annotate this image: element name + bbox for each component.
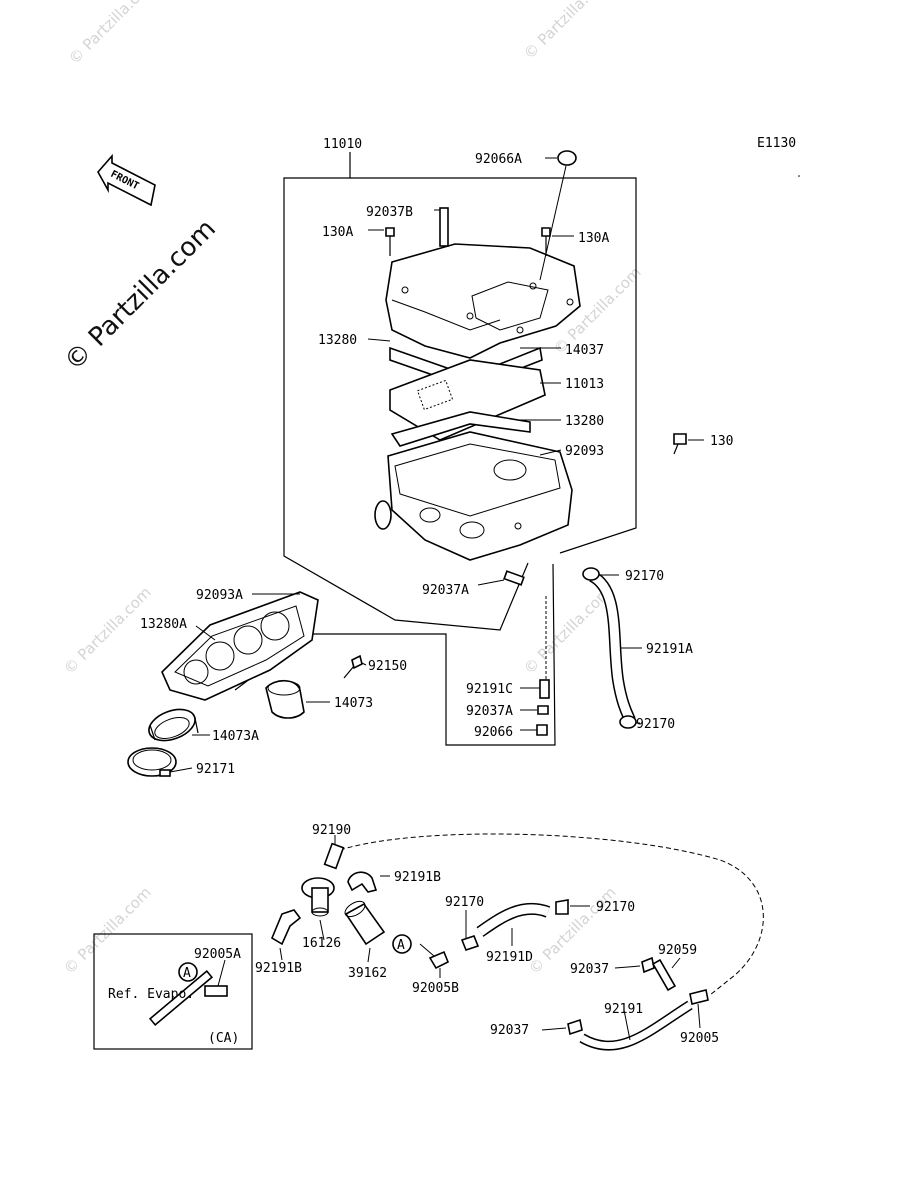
dot-mark	[798, 175, 800, 177]
callout-14073: 14073	[334, 696, 373, 711]
callout-92037B: 92037B	[366, 205, 413, 220]
callout-92066A: 92066A	[475, 152, 522, 167]
funnel-14073	[265, 679, 305, 719]
hose-92059	[651, 958, 677, 992]
plug-92191C	[539, 679, 550, 699]
callout-11010: 11010	[323, 137, 362, 152]
air-box-upper-cover	[385, 243, 581, 359]
tube-92037A	[503, 570, 525, 586]
watermark: © Partzilla.com	[60, 883, 155, 978]
callout-14037: 14037	[565, 343, 604, 358]
inset-joint	[204, 985, 228, 997]
callout-92191B-a: 92191B	[394, 870, 441, 885]
inset-box-ca: A Ref. Evapo. (CA)	[93, 933, 253, 1050]
ring-14073A	[148, 708, 199, 742]
inset-marker-label: A	[183, 966, 191, 981]
callout-16126: 16126	[302, 936, 341, 951]
callout-92093A: 92093A	[196, 588, 243, 603]
joint-92005B	[428, 950, 450, 970]
gasket-lower	[390, 411, 531, 447]
band-92171	[127, 747, 177, 777]
callout-92170-c: 92170	[445, 895, 484, 910]
screw-92150	[351, 654, 363, 670]
bolt-130A-left	[385, 227, 395, 237]
callout-92191: 92191	[604, 1002, 643, 1017]
callout-92191A: 92191A	[646, 642, 693, 657]
callout-13280-top: 13280	[318, 333, 357, 348]
canister-39162	[344, 900, 386, 946]
callout-92191B-b: 92191B	[255, 961, 302, 976]
joint-92005	[689, 989, 709, 1005]
callout-14073A: 14073A	[212, 729, 259, 744]
callout-92191C: 92191C	[466, 682, 513, 697]
inset-region-label: (CA)	[208, 1031, 239, 1046]
clip-92037A	[537, 705, 549, 715]
connector-marker-a	[392, 934, 412, 954]
callout-92093: 92093	[565, 444, 604, 459]
air-filter-element	[389, 359, 546, 441]
cap-92190	[323, 842, 345, 870]
callout-92150: 92150	[368, 659, 407, 674]
leader-lines-upper	[169, 157, 704, 773]
clamp-92170-lower	[619, 715, 637, 729]
callout-labels: 11010 92066A 92037B 130A 130A 13280 1403…	[140, 137, 733, 1046]
cap-92066	[536, 724, 548, 736]
vent-tube-92037B	[439, 207, 449, 247]
callout-11013: 11013	[565, 377, 604, 392]
callout-92191D: 92191D	[486, 950, 533, 965]
callout-130A-right: 130A	[578, 231, 609, 246]
front-arrow-icon: FRONT	[97, 153, 156, 207]
valve-16126	[301, 877, 335, 917]
callout-92037A-b: 92037A	[466, 704, 513, 719]
clamp-92170-right	[555, 899, 569, 915]
intake-plate-92093A	[161, 591, 319, 701]
watermark: © Partzilla.com	[520, 583, 615, 678]
callout-92005: 92005	[680, 1031, 719, 1046]
callout-13280-mid: 13280	[565, 414, 604, 429]
inset-ref-label: Ref. Evapo.	[108, 987, 194, 1002]
clamp-92170-upper	[582, 567, 600, 581]
inset-marker-a	[178, 962, 198, 982]
clamp-92170-left	[460, 935, 480, 951]
dashed-hose-route	[339, 833, 764, 996]
callout-130A-left: 130A	[322, 225, 353, 240]
callout-92170-a: 92170	[625, 569, 664, 584]
callout-92059: 92059	[658, 943, 697, 958]
callout-92190: 92190	[312, 823, 351, 838]
callout-92066: 92066	[474, 725, 513, 740]
bolt-130A-right	[541, 227, 551, 237]
callout-13280A: 13280A	[140, 617, 187, 632]
watermark: © Partzilla.com	[65, 0, 160, 68]
bolt-130	[673, 433, 687, 445]
connector-marker-a-label: A	[397, 938, 405, 953]
partzilla-logo-watermark: © Partzilla.com	[59, 214, 222, 377]
hose-92191B-lower	[270, 909, 302, 946]
callout-130: 130	[710, 434, 733, 449]
callout-92037-b: 92037	[490, 1023, 529, 1038]
callout-92037A-a: 92037A	[422, 583, 469, 598]
callout-92170-d: 92170	[596, 900, 635, 915]
callout-92005A: 92005A	[194, 947, 241, 962]
cap-92066A	[557, 150, 577, 166]
callout-92005B: 92005B	[412, 981, 459, 996]
clip-92037-upper	[641, 956, 655, 974]
air-box-lower-case	[374, 431, 573, 561]
leader-lines-lower	[279, 835, 701, 1041]
callout-92171: 92171	[196, 762, 235, 777]
callout-39162: 39162	[348, 966, 387, 981]
callout-92037-a: 92037	[570, 962, 609, 977]
elbow-92191B-upper	[347, 871, 378, 893]
callout-92170-b: 92170	[636, 717, 675, 732]
watermark: © Partzilla.com	[520, 0, 615, 63]
diagram-code: E1130	[757, 136, 796, 151]
inset-tube	[148, 970, 214, 1026]
clip-92037-lower	[567, 1018, 583, 1036]
